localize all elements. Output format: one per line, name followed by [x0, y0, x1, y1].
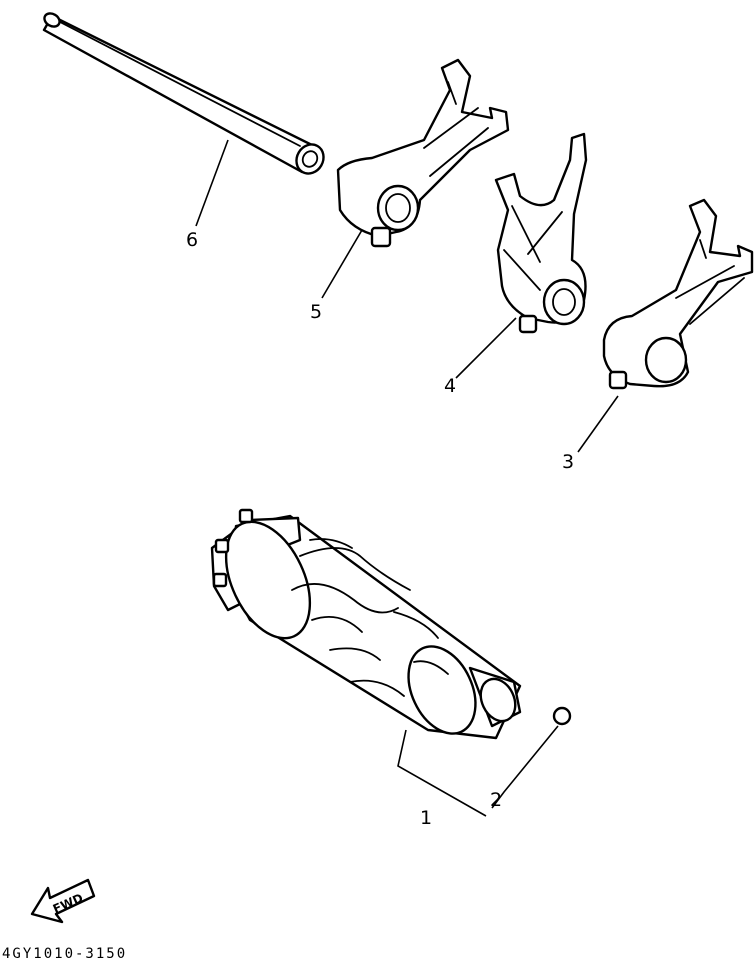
shift-fork-4-icon[interactable] — [494, 132, 588, 334]
fwd-arrow-icon: FWD — [30, 878, 96, 924]
shift-fork-3-icon[interactable] — [602, 198, 754, 390]
diagram-code: 4GY1010-3150 — [2, 946, 127, 962]
ball-bearing-icon[interactable] — [552, 706, 572, 726]
callout-3: 3 — [562, 451, 574, 473]
leader-lines — [195, 139, 619, 817]
callout-6: 6 — [186, 229, 198, 251]
shift-fork-5-icon[interactable] — [336, 58, 510, 248]
callout-1: 1 — [420, 807, 432, 829]
shift-cam-drum-icon[interactable] — [209, 508, 522, 745]
guide-bar-icon[interactable] — [42, 11, 329, 179]
callout-4: 4 — [444, 375, 456, 397]
callout-2: 2 — [490, 789, 502, 811]
callout-5: 5 — [310, 301, 322, 323]
